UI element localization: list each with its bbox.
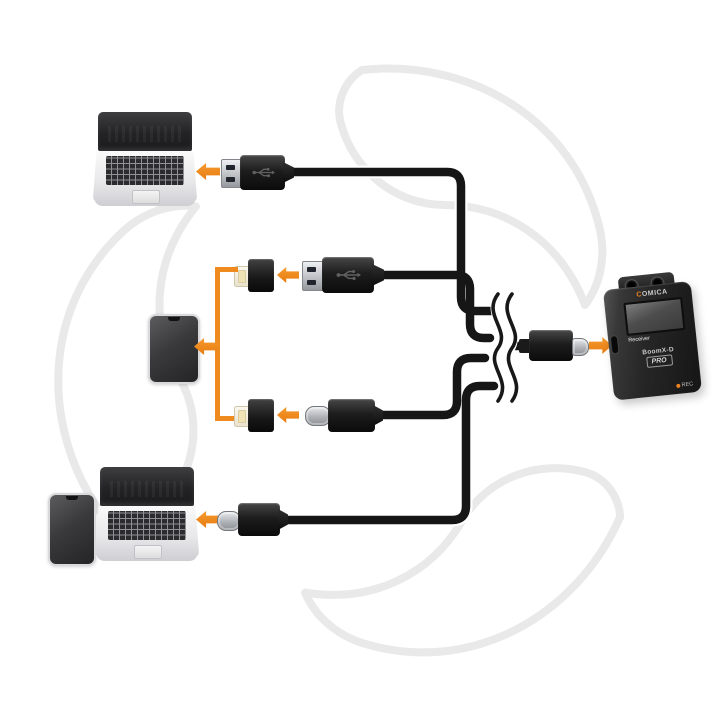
lightning-plug-icon	[234, 406, 250, 427]
cable-usb-a-middle	[379, 270, 495, 343]
cable-usb-c-middle	[369, 353, 490, 420]
adapter-body	[248, 259, 274, 292]
usb-cable-boot	[373, 405, 383, 426]
phone-middle	[148, 314, 200, 384]
cable-break-gap	[490, 288, 519, 407]
usb-a-body	[240, 155, 285, 190]
usb-trident-icon	[251, 168, 275, 178]
laptop-keyboard	[106, 156, 184, 185]
phone-notch	[168, 317, 180, 321]
laptop-bottom	[95, 467, 199, 561]
adapter-body	[248, 399, 274, 432]
laptop-top	[93, 112, 197, 206]
phone-notch	[66, 496, 78, 500]
usb-c-body	[529, 330, 573, 361]
rec-dot-icon	[676, 383, 681, 389]
laptop-screen	[100, 467, 194, 506]
cable-laptop-bottom	[275, 381, 499, 525]
usb-c-tip	[572, 338, 589, 356]
receiver-front-face: COMICA Receiver BoomX-D PRO REC	[617, 284, 697, 396]
laptop-trackpad	[134, 544, 162, 559]
laptop-screen	[98, 112, 192, 151]
cable-break-icon	[491, 292, 519, 403]
bracket-bottom-stub	[215, 416, 238, 421]
receiver-screen	[623, 296, 686, 336]
bracket-top-stub	[215, 267, 238, 272]
laptop-keyboard	[108, 511, 186, 540]
receiver-device: COMICA Receiver BoomX-D PRO REC	[602, 269, 708, 402]
phone-bottom	[48, 493, 96, 566]
usb-cable-boot	[372, 264, 384, 286]
usb-cable-boot	[278, 509, 288, 530]
usb-trident-icon	[336, 270, 361, 281]
laptop-base	[95, 506, 199, 561]
usb-cable-boot	[283, 162, 294, 183]
receiver-usb-c-port	[610, 335, 619, 354]
rec-indicator: REC	[676, 381, 694, 389]
rec-label: REC	[681, 381, 694, 389]
usb-a-metal-tip	[221, 159, 243, 188]
usb-a-body	[322, 257, 374, 293]
receiver-body: COMICA Receiver BoomX-D PRO REC	[602, 280, 703, 401]
brand-rest: OMICA	[641, 288, 669, 299]
receiver-model-badge: PRO	[645, 354, 673, 369]
usb-cable-neck	[519, 339, 531, 353]
laptop-trackpad	[132, 189, 160, 204]
usb-c-body	[238, 503, 280, 536]
usb-c-body	[328, 399, 375, 432]
laptop-base	[93, 151, 197, 206]
